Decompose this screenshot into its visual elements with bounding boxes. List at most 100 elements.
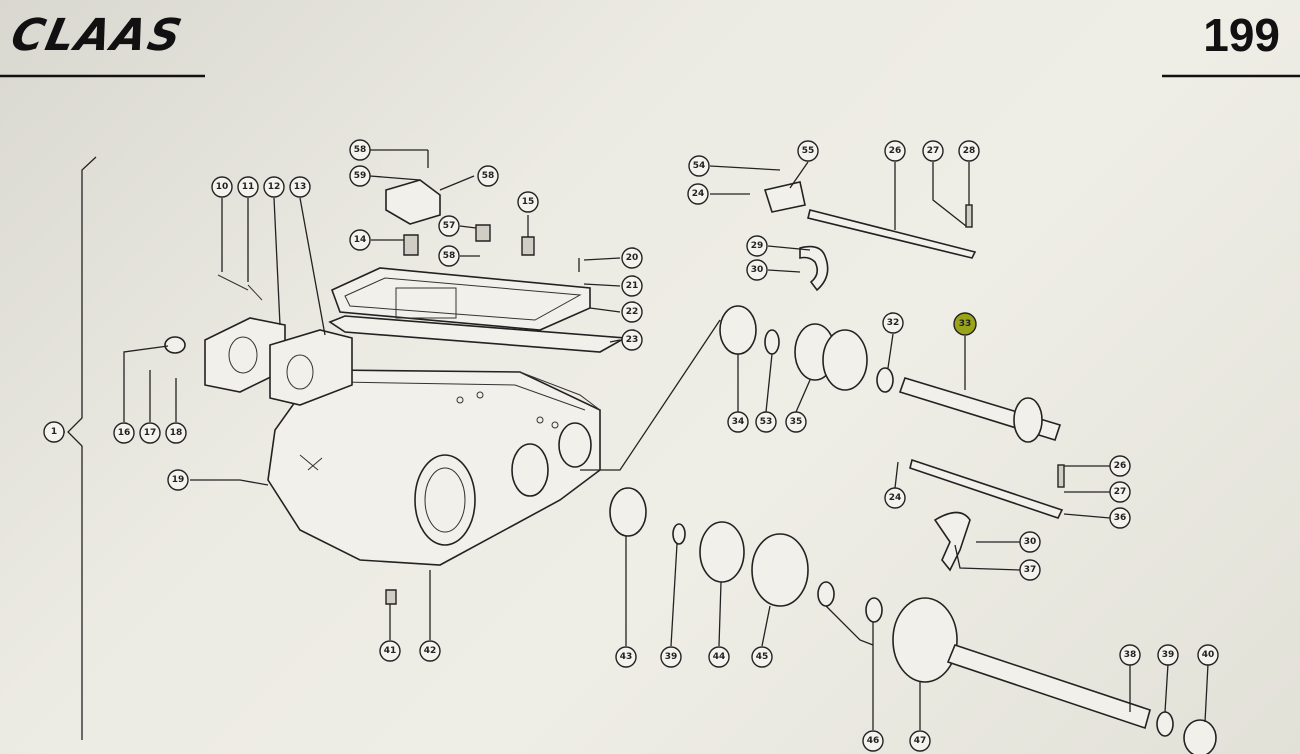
callout-43: 43 [615, 646, 637, 668]
callout-39-lower: 39 [660, 646, 682, 668]
callout-15: 15 [517, 191, 539, 213]
gears-upper [609, 305, 868, 537]
svg-text:36: 36 [1114, 513, 1127, 523]
callout-37: 37 [1019, 559, 1041, 581]
callout-54: 54 [688, 155, 710, 177]
callout-23: 23 [621, 329, 643, 351]
svg-text:12: 12 [268, 182, 281, 192]
callout-57: 57 [438, 215, 460, 237]
callout-55: 55 [797, 140, 819, 162]
svg-text:46: 46 [867, 736, 880, 746]
callout-19: 19 [167, 469, 189, 491]
svg-text:40: 40 [1202, 650, 1215, 660]
svg-text:19: 19 [172, 475, 185, 485]
callout-46: 46 [862, 730, 884, 752]
callout-39-right: 39 [1157, 644, 1179, 666]
callout-60: 60 [354, 171, 367, 181]
svg-text:23: 23 [626, 335, 639, 345]
svg-text:38: 38 [1124, 650, 1137, 660]
shift-rods [763, 181, 1065, 572]
upper-shaft [876, 367, 1062, 443]
svg-text:27: 27 [927, 146, 940, 156]
callouts: 1 10 11 12 13 14 15 16 17 18 19 20 21 22… [43, 139, 1219, 752]
callout-24-top: 24 [687, 183, 709, 205]
page-number: 199 [1203, 9, 1280, 61]
svg-text:54: 54 [693, 161, 706, 171]
svg-text:45: 45 [756, 652, 769, 662]
callout-21: 21 [621, 275, 643, 297]
svg-text:17: 17 [144, 428, 157, 438]
callout-40: 40 [1197, 644, 1219, 666]
svg-text:59: 59 [354, 171, 367, 181]
svg-text:58: 58 [443, 251, 456, 261]
callout-1: 1 [43, 421, 65, 443]
svg-text:1: 1 [51, 427, 57, 437]
callout-28-top: 28 [958, 140, 980, 162]
callout-58-b: 58 [349, 139, 371, 161]
svg-text:15: 15 [522, 197, 535, 207]
svg-text:20: 20 [626, 253, 639, 263]
svg-text:57: 57 [443, 221, 456, 231]
svg-text:26: 26 [889, 146, 902, 156]
svg-text:39: 39 [665, 652, 678, 662]
svg-text:33: 33 [959, 319, 972, 329]
svg-text:28: 28 [963, 146, 976, 156]
callout-35: 35 [785, 411, 807, 433]
callout-58-a: 58 [438, 245, 460, 267]
svg-text:58: 58 [482, 171, 495, 181]
svg-text:32: 32 [887, 318, 900, 328]
callout-22: 22 [621, 301, 643, 323]
callout-26-top: 26 [884, 140, 906, 162]
svg-text:26: 26 [1114, 461, 1127, 471]
svg-text:37: 37 [1024, 565, 1037, 575]
callout-30-mid: 30 [1019, 531, 1041, 553]
svg-text:44: 44 [713, 652, 726, 662]
callout-45: 45 [751, 646, 773, 668]
callout-42: 42 [419, 640, 441, 662]
callout-36: 36 [1109, 507, 1131, 529]
callout-27-top: 27 [922, 140, 944, 162]
svg-text:24: 24 [889, 493, 902, 503]
svg-text:29: 29 [751, 241, 764, 251]
callout-44: 44 [708, 646, 730, 668]
callout-20: 20 [621, 247, 643, 269]
svg-text:18: 18 [170, 428, 183, 438]
callout-30-top: 30 [746, 259, 768, 281]
callout-41: 41 [379, 640, 401, 662]
svg-text:22: 22 [626, 307, 639, 317]
side-flanges [164, 274, 353, 406]
callout-47: 47 [909, 730, 931, 752]
svg-text:30: 30 [1024, 537, 1037, 547]
small-fittings [385, 150, 580, 272]
callout-53: 53 [755, 411, 777, 433]
svg-text:11: 11 [242, 182, 255, 192]
callout-12: 12 [263, 176, 285, 198]
callout-24-mid: 24 [884, 487, 906, 509]
svg-text:35: 35 [790, 417, 803, 427]
callout-34: 34 [727, 411, 749, 433]
gears-lower [385, 521, 1217, 754]
svg-text:43: 43 [620, 652, 633, 662]
callout-14: 14 [349, 229, 371, 251]
callout-59: 59 [349, 165, 371, 187]
top-cover [328, 267, 628, 353]
svg-text:53: 53 [760, 417, 773, 427]
svg-text:47: 47 [914, 736, 927, 746]
svg-text:39: 39 [1162, 650, 1175, 660]
svg-text:10: 10 [216, 182, 229, 192]
svg-text:27: 27 [1114, 487, 1127, 497]
assembly-bracket [67, 156, 97, 740]
callout-58-c: 58 [477, 165, 499, 187]
callout-27-mid: 27 [1109, 481, 1131, 503]
callout-17: 17 [139, 422, 161, 444]
svg-text:34: 34 [732, 417, 745, 427]
callout-38: 38 [1119, 644, 1141, 666]
svg-text:14: 14 [354, 235, 367, 245]
svg-text:13: 13 [294, 182, 307, 192]
callout-32: 32 [882, 312, 904, 334]
svg-text:58: 58 [354, 145, 367, 155]
callout-10: 10 [211, 176, 233, 198]
svg-text:30: 30 [751, 265, 764, 275]
